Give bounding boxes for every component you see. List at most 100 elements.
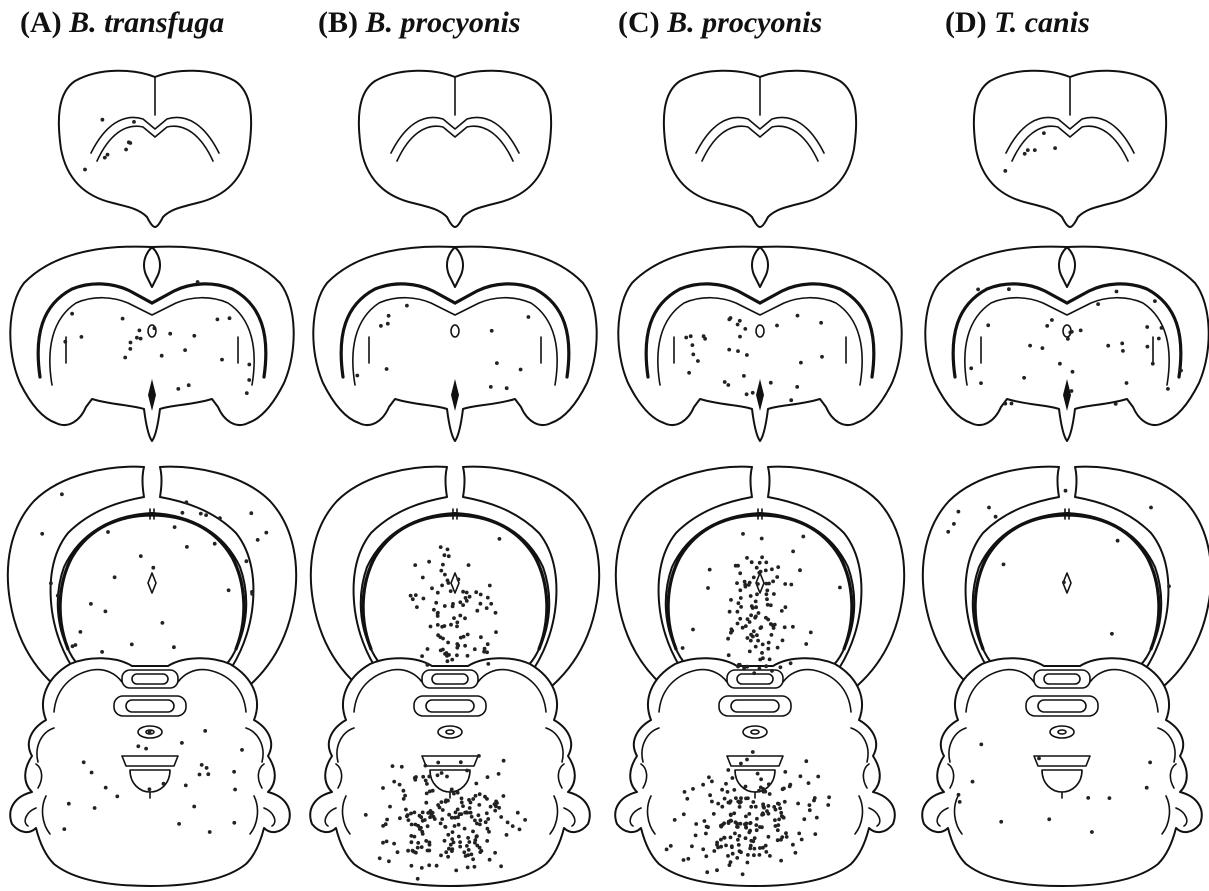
larva-dot: [477, 754, 481, 758]
larva-dot: [245, 391, 249, 395]
larva-dot: [441, 637, 445, 641]
larva-dot: [144, 747, 148, 751]
larva-dot: [123, 356, 127, 360]
larva-dot: [780, 609, 784, 613]
larva-dot: [124, 148, 128, 152]
larva-dot: [770, 669, 774, 673]
larva-dot: [93, 806, 97, 810]
larva-dot: [732, 788, 736, 792]
larva-dot: [136, 744, 140, 748]
larva-dot: [381, 824, 385, 828]
larva-dot: [1153, 299, 1157, 303]
larva-dot: [976, 288, 980, 292]
larva-dot: [804, 642, 808, 646]
larva-dot: [467, 563, 471, 567]
larva-dot: [486, 817, 490, 821]
larva-dot: [386, 322, 390, 326]
larva-dot: [463, 644, 467, 648]
larva-dot: [479, 593, 483, 597]
larva-dot: [465, 769, 469, 773]
larva-dot: [704, 832, 708, 836]
larva-dot: [249, 511, 253, 515]
larva-dot: [420, 845, 424, 849]
larva-dot: [410, 823, 414, 827]
larva-dot: [746, 617, 750, 621]
larva-dot: [232, 821, 236, 825]
larva-dot: [416, 846, 420, 850]
larva-dot: [427, 775, 431, 779]
larva-dot: [684, 336, 688, 340]
larva-dot: [104, 786, 108, 790]
larva-dot: [800, 838, 804, 842]
larva-dot: [486, 662, 490, 666]
larva-dot: [49, 581, 53, 585]
larva-dot: [736, 610, 740, 614]
larva-dot: [751, 606, 755, 610]
larva-dot: [406, 849, 410, 853]
larva-dot: [447, 813, 451, 817]
larva-dot: [1145, 325, 1149, 329]
larva-dot: [757, 611, 761, 615]
larva-dot: [484, 820, 488, 824]
larva-dot: [461, 603, 465, 607]
larva-dot: [752, 671, 756, 675]
larva-dot: [100, 650, 104, 654]
larva-dot: [754, 605, 758, 609]
section-b1: [359, 71, 551, 227]
larva-dot: [712, 812, 716, 816]
larva-dot: [1022, 376, 1026, 380]
larva-dot: [436, 614, 440, 618]
larva-dot: [184, 784, 188, 788]
larva-dot: [772, 592, 776, 596]
larva-dot: [387, 859, 391, 863]
larva-dot: [443, 553, 447, 557]
larva-dot: [724, 844, 728, 848]
larva-dot: [489, 602, 493, 606]
larva-dot: [838, 586, 842, 590]
larva-dot: [473, 647, 477, 651]
larva-dot: [457, 578, 461, 582]
larva-dot: [466, 866, 470, 870]
larva-dot: [446, 548, 450, 552]
larva-dot: [772, 626, 776, 630]
larva-dot: [766, 647, 770, 651]
larva-dot: [425, 792, 429, 796]
section-b4: [310, 658, 590, 886]
larva-dot: [402, 789, 406, 793]
section-d4: [922, 658, 1202, 886]
larva-dot: [440, 800, 444, 804]
larva-dot: [527, 315, 531, 319]
larva-dot: [227, 588, 231, 592]
larva-dot: [132, 120, 136, 124]
larva-dot: [203, 729, 207, 733]
larva-dot: [458, 600, 462, 604]
larva-dot: [726, 637, 730, 641]
larva-dot: [431, 811, 435, 815]
larva-dot: [708, 568, 712, 572]
larva-dot: [957, 793, 961, 797]
larva-dot: [744, 823, 748, 827]
larva-dot: [754, 615, 758, 619]
section-d3: [923, 467, 1209, 692]
larva-dot: [467, 848, 471, 852]
larva-dot: [439, 854, 443, 858]
larva-dot: [115, 795, 119, 799]
larva-dot: [485, 811, 489, 815]
section-c1: [664, 71, 856, 227]
larva-dot: [757, 789, 761, 793]
larva-dot: [1042, 131, 1046, 135]
larva-dot: [469, 801, 473, 805]
larva-dot: [759, 570, 763, 574]
larva-dot: [739, 822, 743, 826]
larva-dot: [760, 555, 764, 559]
larva-dot: [103, 156, 107, 160]
larva-dot: [813, 832, 817, 836]
larva-dot: [687, 371, 691, 375]
larva-dot: [485, 839, 489, 843]
larva-dot: [728, 801, 732, 805]
section-a2: [10, 247, 293, 441]
larva-dot: [762, 790, 766, 794]
larva-dot: [789, 583, 793, 587]
larva-dot: [755, 828, 759, 832]
larva-dot: [752, 576, 756, 580]
